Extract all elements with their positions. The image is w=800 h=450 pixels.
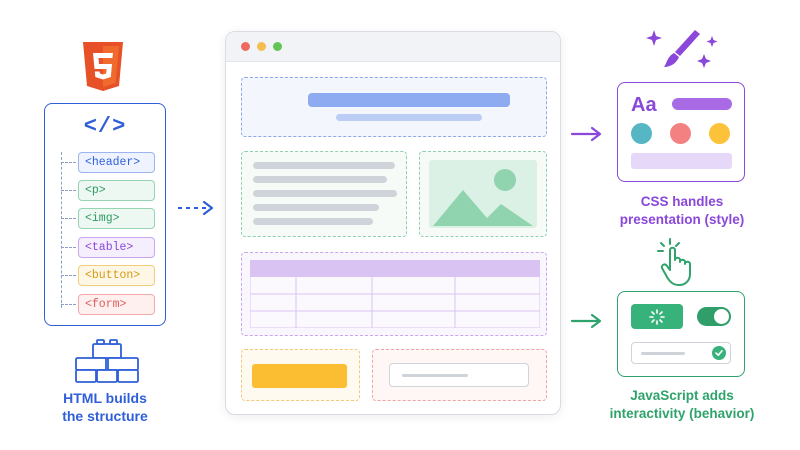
click-button-icon[interactable]: [631, 304, 683, 329]
css-caption-line2: presentation (style): [619, 212, 745, 227]
form-section: [372, 349, 547, 401]
header-section: [241, 77, 547, 137]
layout-block: [631, 153, 732, 169]
browser-window: [225, 31, 561, 415]
html-caption: HTML builds the structure: [40, 389, 170, 425]
arrow-to-js-icon: [570, 313, 604, 329]
browser-titlebar: [226, 32, 560, 62]
button-section: [241, 349, 360, 401]
check-icon: [712, 346, 726, 360]
paragraph-section: [241, 151, 407, 237]
image-section: [419, 151, 547, 237]
css-style-panel: Aa: [617, 82, 745, 182]
minimize-dot-icon: [257, 42, 266, 51]
html5-logo-icon: [75, 38, 131, 94]
form-input-placeholder[interactable]: [389, 363, 529, 387]
js-caption-line2: interactivity (behavior): [609, 406, 755, 421]
validated-input[interactable]: [631, 342, 731, 364]
tag-p: <p>: [78, 180, 155, 201]
maximize-dot-icon: [273, 42, 282, 51]
tag-table: <table>: [78, 237, 155, 258]
tag-form: <form>: [78, 294, 155, 315]
pointer-click-icon: [656, 236, 698, 293]
button-placeholder[interactable]: [252, 364, 347, 388]
css-caption-line1: CSS handles: [640, 194, 724, 209]
paintbrush-sparkles-icon: [640, 26, 726, 79]
style-bar: [672, 98, 732, 110]
html-code-panel: </> <header> <p> <img> <table> <button> …: [44, 103, 166, 326]
html-caption-line1: HTML builds: [63, 390, 147, 406]
coral-swatch: [670, 123, 691, 144]
table-section: [241, 252, 547, 336]
js-caption: JavaScript adds interactivity (behavior): [592, 387, 772, 423]
table-grid: [250, 260, 540, 328]
close-dot-icon: [241, 42, 250, 51]
js-interaction-panel: [617, 291, 745, 377]
arrow-to-css-icon: [570, 126, 604, 142]
html-caption-line2: the structure: [62, 408, 148, 424]
image-icon: [429, 160, 537, 228]
building-blocks-icon: [72, 338, 142, 384]
css-caption: CSS handles presentation (style): [600, 193, 764, 229]
code-brackets-icon: </>: [83, 114, 127, 139]
tag-button: <button>: [78, 265, 155, 286]
yellow-swatch: [709, 123, 730, 144]
js-caption-line1: JavaScript adds: [630, 388, 734, 403]
toggle-icon[interactable]: [697, 307, 731, 326]
dashed-arrow-icon: [176, 200, 218, 216]
tag-header: <header>: [78, 152, 155, 173]
font-sample-text: Aa: [631, 94, 657, 116]
tag-img: <img>: [78, 208, 155, 229]
teal-swatch: [631, 123, 652, 144]
